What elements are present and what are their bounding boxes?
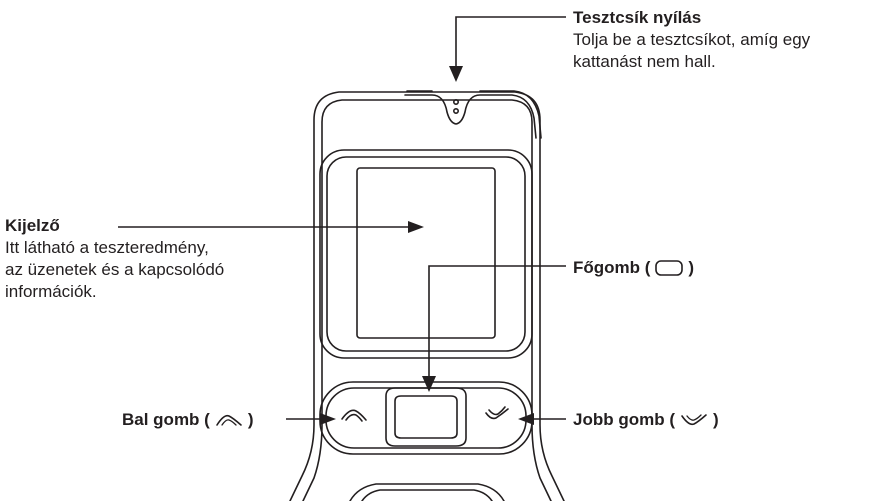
left-button-label: Bal gomb ( ) — [122, 409, 254, 431]
display-desc-line3: információk. — [5, 282, 97, 301]
test-strip-port-title: Tesztcsík nyílás — [573, 8, 702, 27]
arrowhead-left-button — [320, 413, 336, 425]
meter-foot-inner — [361, 489, 493, 501]
left-button-chevron — [341, 409, 367, 421]
display-desc-line2: az üzenetek és a kapcsolódó — [5, 260, 225, 279]
right-button-label-prefix: Jobb gomb ( — [573, 410, 675, 429]
meter-body-inner-outline — [302, 99, 552, 501]
leader-line-main-button — [428, 265, 566, 378]
main-button-label-prefix: Főgomb ( — [573, 258, 651, 277]
chevron-down-icon — [681, 414, 707, 426]
display-title: Kijelző — [5, 216, 60, 235]
test-strip-port-label: Tesztcsík nyílás Tolja be a tesztcsíkot,… — [573, 7, 810, 73]
rounded-rectangle-icon — [655, 260, 684, 276]
meter-body-outline — [289, 91, 565, 501]
main-button-outer — [385, 387, 467, 447]
leader-line-strip-port — [455, 16, 566, 70]
test-strip-port-desc-line2: kattanást nem hall. — [573, 52, 716, 71]
strip-port-dot-top — [452, 99, 459, 106]
arrowhead-right-button — [518, 413, 534, 425]
display-bezel-inner — [326, 156, 526, 352]
strip-port-notch — [404, 94, 537, 139]
test-strip-port-desc-line1: Tolja be a tesztcsíkot, amíg egy — [573, 30, 811, 49]
strip-port-notch-inner — [406, 90, 542, 139]
arrowhead-display — [408, 221, 424, 233]
meter-foot — [349, 483, 505, 501]
strip-port-dot-bottom — [452, 108, 459, 115]
button-panel-outer — [319, 381, 533, 455]
right-button-chevron — [485, 408, 509, 420]
left-button-label-suffix: ) — [247, 410, 254, 429]
chevron-up-icon — [216, 414, 242, 426]
display-label: Kijelző Itt látható a teszteredmény, az … — [5, 215, 224, 303]
left-button-chevron-inner — [345, 413, 363, 422]
main-button-label: Főgomb ( ) — [573, 257, 694, 279]
display-screen — [356, 167, 496, 339]
left-button-label-prefix: Bal gomb ( — [122, 410, 210, 429]
arrowhead-strip-port — [449, 66, 463, 82]
right-button-chevron-inner — [488, 406, 506, 416]
right-button-label: Jobb gomb ( ) — [573, 409, 719, 431]
display-desc-line1: Itt látható a teszteredmény, — [5, 238, 209, 257]
main-button-inner — [394, 395, 458, 439]
arrowhead-main-button — [422, 376, 436, 392]
right-button-label-suffix: ) — [712, 410, 719, 429]
main-button-label-suffix: ) — [688, 258, 695, 277]
display-bezel-outer — [319, 149, 533, 359]
